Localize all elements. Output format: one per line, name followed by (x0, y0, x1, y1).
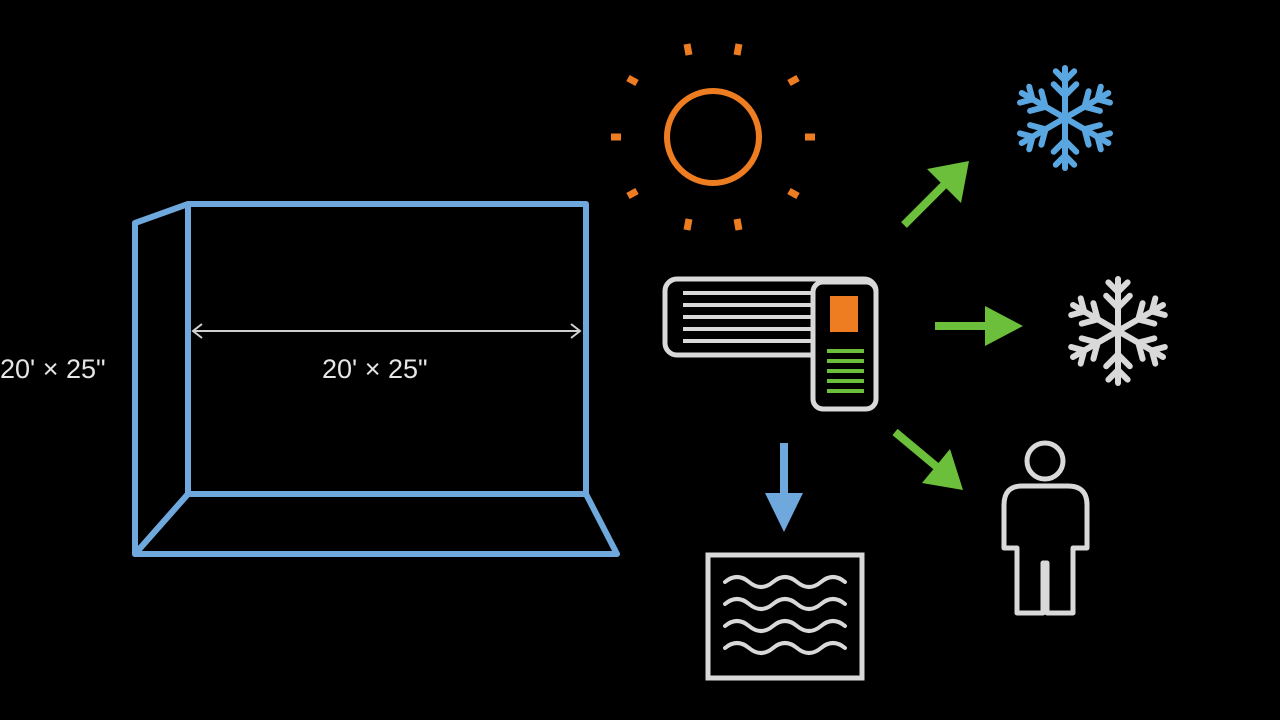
snowflake-arm (1105, 279, 1121, 295)
snowflake-arm (1135, 300, 1146, 323)
snowflake-arm (1090, 339, 1101, 362)
snowflake-arm (1068, 308, 1088, 318)
snowflake-arm (1081, 122, 1103, 133)
width-dimension-arrow (191, 323, 582, 339)
snowflake-arm (1062, 152, 1078, 168)
snowflake-arm (1103, 292, 1121, 311)
sun-icon (611, 43, 815, 231)
arrow-icon-down (765, 443, 803, 532)
snowflake-arm (1050, 81, 1068, 99)
snowflake-arm (1017, 96, 1036, 106)
person-icon (1001, 440, 1090, 616)
snowflake-arm (1027, 103, 1049, 114)
room-side-label: 20' × 25" (0, 354, 106, 384)
snowflake-arm (1038, 126, 1049, 148)
room-width-label: 20' × 25" (322, 354, 428, 384)
ac-display (830, 296, 858, 332)
snowflake-icon-gray (1068, 276, 1168, 386)
snowflake-arm (1148, 344, 1168, 354)
snowflake-arm (1026, 133, 1036, 153)
snowflake-arm (1081, 88, 1092, 110)
snowflake-arm (1052, 68, 1068, 84)
snowflake-arm (1115, 367, 1131, 383)
snowflake-arm (1078, 316, 1101, 327)
snowflake-arm (1135, 335, 1158, 346)
arrow-icon-right (935, 306, 1023, 346)
snowflake-arm (1077, 347, 1088, 367)
snowflake-icon-blue (1017, 65, 1113, 171)
arrow-icon-down-right (892, 428, 963, 490)
snowflake-arm (1148, 295, 1159, 315)
snowflake-arm (1094, 83, 1104, 103)
arrow-icon-up-right (901, 161, 969, 228)
room-outline (132, 201, 620, 557)
radiator-icon (705, 552, 865, 681)
snowflake-arm (1094, 130, 1113, 140)
snowflake-arm (1115, 351, 1133, 370)
snowflake-arm (1062, 137, 1080, 155)
air-conditioner-icon (662, 276, 879, 412)
